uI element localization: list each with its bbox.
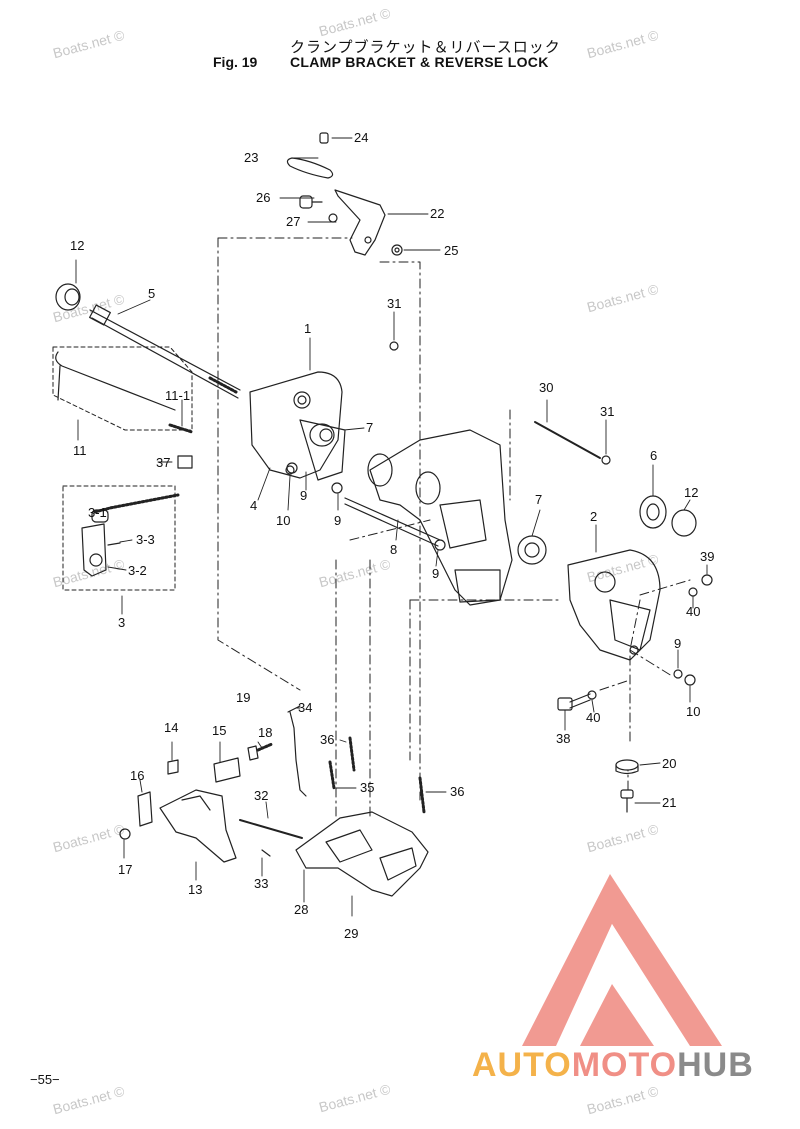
svg-text:2: 2 — [590, 509, 597, 524]
brand-logo-text: AUTOMOTOHUB — [472, 1046, 754, 1085]
svg-text:32: 32 — [254, 788, 268, 803]
svg-text:9: 9 — [674, 636, 681, 651]
svg-text:13: 13 — [188, 882, 202, 897]
svg-text:14: 14 — [164, 720, 178, 735]
svg-text:3-3: 3-3 — [136, 532, 155, 547]
svg-text:24: 24 — [354, 130, 368, 145]
svg-text:11: 11 — [73, 443, 87, 458]
svg-text:29: 29 — [344, 926, 358, 941]
brand-part-auto: AUTO — [472, 1046, 572, 1084]
svg-text:31: 31 — [387, 296, 401, 311]
svg-text:39: 39 — [700, 549, 714, 564]
svg-text:12: 12 — [70, 238, 84, 253]
svg-text:28: 28 — [294, 902, 308, 917]
svg-text:27: 27 — [286, 214, 300, 229]
svg-text:3-2: 3-2 — [128, 563, 147, 578]
svg-text:22: 22 — [430, 206, 444, 221]
svg-text:10: 10 — [686, 704, 700, 719]
svg-text:40: 40 — [586, 710, 600, 725]
svg-text:9: 9 — [432, 566, 439, 581]
svg-text:10: 10 — [276, 513, 290, 528]
svg-text:3-1: 3-1 — [88, 505, 107, 520]
title-japanese: クランプブラケット＆リバースロック — [290, 38, 561, 56]
svg-text:5: 5 — [148, 286, 155, 301]
title-english: CLAMP BRACKET & REVERSE LOCK — [290, 54, 549, 70]
svg-text:38: 38 — [556, 731, 570, 746]
svg-text:1: 1 — [304, 321, 311, 336]
svg-text:8: 8 — [390, 542, 397, 557]
svg-text:35: 35 — [360, 780, 374, 795]
page-number: −55− — [30, 1072, 60, 1087]
svg-text:15: 15 — [212, 723, 226, 738]
svg-text:3: 3 — [118, 615, 125, 630]
svg-text:11-1: 11-1 — [165, 388, 190, 403]
svg-text:30: 30 — [539, 380, 553, 395]
svg-text:23: 23 — [244, 150, 258, 165]
svg-text:25: 25 — [444, 243, 458, 258]
svg-text:7: 7 — [535, 492, 542, 507]
svg-text:37: 37 — [156, 455, 170, 470]
svg-text:16: 16 — [130, 768, 144, 783]
svg-text:7: 7 — [366, 420, 373, 435]
svg-text:36: 36 — [320, 732, 334, 747]
svg-text:19: 19 — [236, 690, 250, 705]
svg-text:12: 12 — [684, 485, 698, 500]
svg-text:21: 21 — [662, 795, 676, 810]
svg-text:17: 17 — [118, 862, 132, 877]
svg-text:4: 4 — [250, 498, 257, 513]
brand-part-hub: HUB — [677, 1046, 754, 1084]
svg-text:33: 33 — [254, 876, 268, 891]
svg-text:26: 26 — [256, 190, 270, 205]
svg-text:34: 34 — [298, 700, 312, 715]
svg-text:40: 40 — [686, 604, 700, 619]
svg-text:9: 9 — [300, 488, 307, 503]
svg-text:6: 6 — [650, 448, 657, 463]
svg-text:31: 31 — [600, 404, 614, 419]
svg-text:20: 20 — [662, 756, 676, 771]
brand-part-moto: MOTO — [571, 1046, 678, 1084]
svg-text:9: 9 — [334, 513, 341, 528]
svg-text:18: 18 — [258, 725, 272, 740]
figure-number: Fig. 19 — [213, 54, 258, 70]
logo-mark — [522, 874, 722, 1046]
svg-text:36: 36 — [450, 784, 464, 799]
